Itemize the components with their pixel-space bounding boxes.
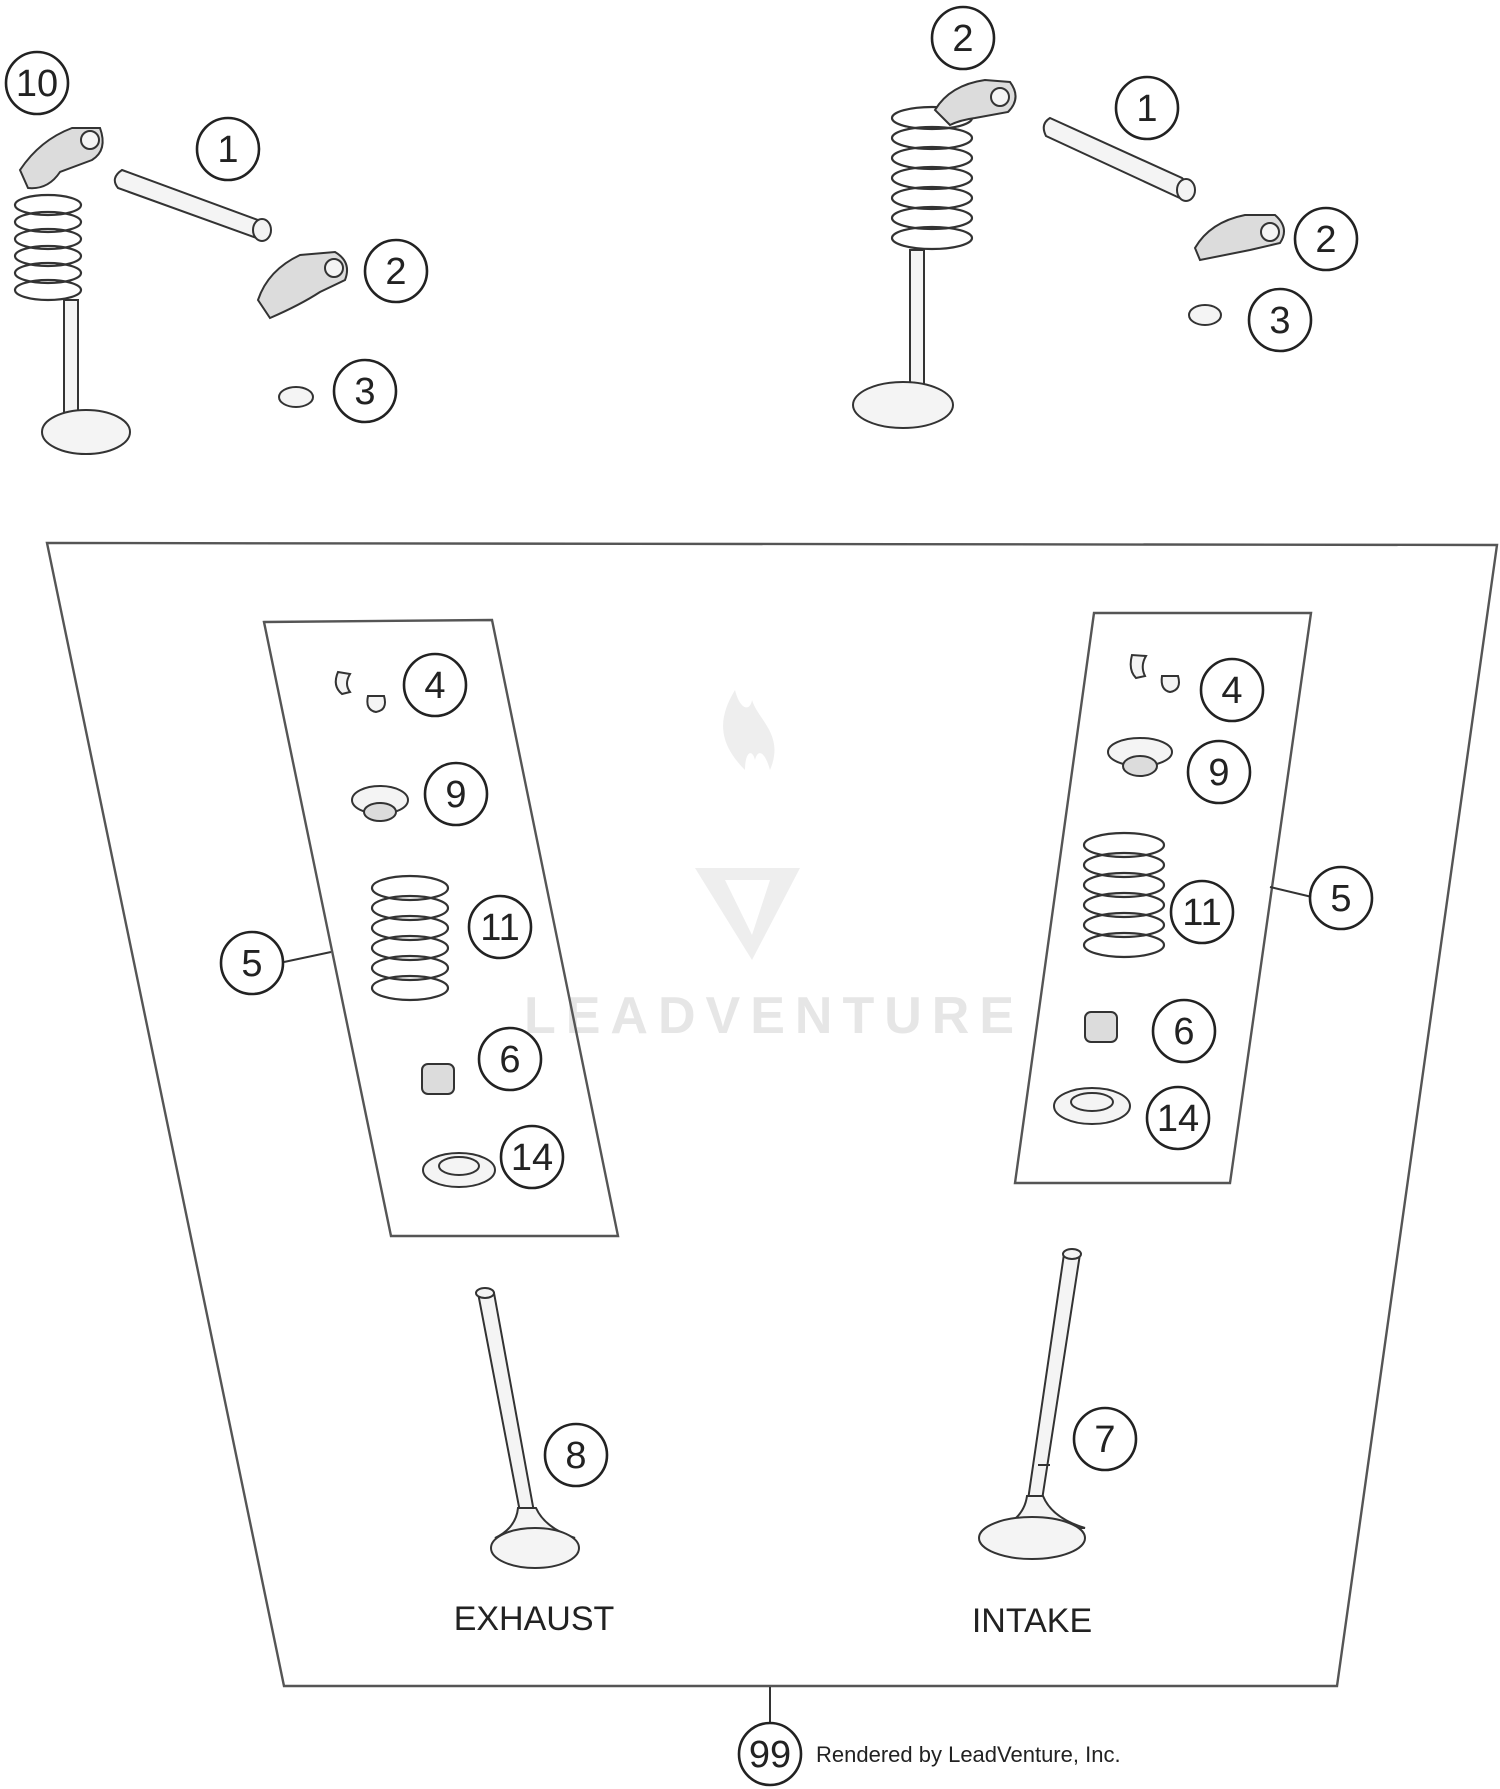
callout-11: 11 <box>467 894 533 960</box>
svg-text:14: 14 <box>511 1137 553 1179</box>
callout-7: 7 <box>1072 1406 1138 1472</box>
intake-rocker-assembly: 2 1 2 3 <box>852 5 1359 429</box>
svg-text:10: 10 <box>16 63 58 105</box>
rocker-arm-small-illustration <box>1193 214 1285 262</box>
watermark-brand-text: LEADVENTURE <box>524 987 1024 1045</box>
callout-3: 3 <box>1247 287 1313 353</box>
svg-text:9: 9 <box>445 774 466 816</box>
intake-label: INTAKE <box>972 1602 1092 1640</box>
svg-text:14: 14 <box>1157 1098 1199 1140</box>
intake-valve: 7 INTAKE <box>972 1248 1138 1640</box>
callout-9: 9 <box>1186 739 1252 805</box>
exhaust-valve-stem-illustration <box>476 1292 536 1513</box>
svg-text:99: 99 <box>749 1734 791 1776</box>
rocker-shaft-illustration <box>113 168 268 242</box>
svg-text:3: 3 <box>1269 300 1290 342</box>
valve-stem-illustration <box>909 249 925 391</box>
intake-kit-frame <box>1013 611 1313 1185</box>
svg-text:11: 11 <box>480 907 519 949</box>
svg-text:6: 6 <box>1173 1011 1194 1053</box>
svg-text:9: 9 <box>1208 752 1229 794</box>
svg-text:4: 4 <box>424 665 445 707</box>
svg-text:1: 1 <box>217 129 238 171</box>
exhaust-valve-head-illustration <box>490 1527 580 1569</box>
intake-spring-kit-panel: 4 9 11 6 14 5 <box>1013 611 1374 1185</box>
valve-keeper-illustration <box>1129 653 1148 680</box>
watermark-v-icon <box>695 868 800 960</box>
svg-text:2: 2 <box>952 18 973 60</box>
watermark-flame-icon <box>723 690 775 770</box>
svg-text:5: 5 <box>241 943 262 985</box>
valve-spring-illustration <box>13 193 83 302</box>
callout-99: 99 <box>737 1721 803 1787</box>
svg-text:5: 5 <box>1330 878 1351 920</box>
callout-2: 2 <box>363 238 429 304</box>
callout-2-top: 2 <box>930 5 996 71</box>
footer-credit: Rendered by LeadVenture, Inc. <box>816 1742 1121 1767</box>
callout-1: 1 <box>195 116 261 182</box>
callout-1: 1 <box>1114 75 1180 141</box>
callout-14: 14 <box>499 1124 565 1190</box>
callout-3: 3 <box>332 358 398 424</box>
exhaust-rocker-assembly: 10 1 2 3 <box>4 50 429 455</box>
valve-spring-illustration <box>370 874 450 1002</box>
callout-10: 10 <box>4 50 70 116</box>
intake-valve-stem-illustration <box>1026 1253 1082 1501</box>
valve-head-illustration <box>41 409 131 455</box>
callout-5: 5 <box>1308 865 1374 931</box>
svg-text:7: 7 <box>1094 1419 1115 1461</box>
valve-stem-seal-illustration <box>421 1063 455 1095</box>
callout-4: 4 <box>1199 657 1265 723</box>
callout-11: 11 <box>1169 879 1235 945</box>
valve-stem-illustration <box>63 299 79 421</box>
svg-text:4: 4 <box>1221 670 1242 712</box>
callout-5: 5 <box>219 930 285 996</box>
shim-illustration <box>1188 304 1222 326</box>
valve-spring-illustration <box>890 105 974 251</box>
callout-8: 8 <box>543 1422 609 1488</box>
svg-text:1: 1 <box>1136 88 1157 130</box>
svg-text:6: 6 <box>499 1039 520 1081</box>
exhaust-kit-frame <box>262 618 620 1238</box>
exhaust-valve: 8 EXHAUST <box>454 1287 615 1638</box>
svg-text:2: 2 <box>1315 219 1336 261</box>
intake-valve-head-illustration <box>978 1516 1086 1560</box>
exhaust-spring-kit-panel: 4 9 11 6 14 5 <box>219 618 620 1238</box>
valve-spring-illustration <box>1082 831 1166 959</box>
svg-text:2: 2 <box>385 251 406 293</box>
svg-text:8: 8 <box>565 1435 586 1477</box>
svg-text:11: 11 <box>1182 892 1221 934</box>
callout-6: 6 <box>477 1026 543 1092</box>
callout-14: 14 <box>1145 1085 1211 1151</box>
svg-text:3: 3 <box>354 371 375 413</box>
shim-illustration <box>278 386 314 408</box>
callout-6: 6 <box>1151 998 1217 1064</box>
valve-head-illustration <box>852 381 954 429</box>
callout-4: 4 <box>402 652 468 718</box>
valve-stem-seal-illustration <box>1084 1011 1118 1043</box>
leadventure-watermark: LEADVENTURE <box>524 690 1024 1045</box>
exhaust-label: EXHAUST <box>454 1600 615 1638</box>
callout-9: 9 <box>423 761 489 827</box>
callout-2: 2 <box>1293 206 1359 272</box>
valve-keeper-illustration <box>334 670 352 696</box>
valve-kit-frame <box>45 541 1499 1688</box>
